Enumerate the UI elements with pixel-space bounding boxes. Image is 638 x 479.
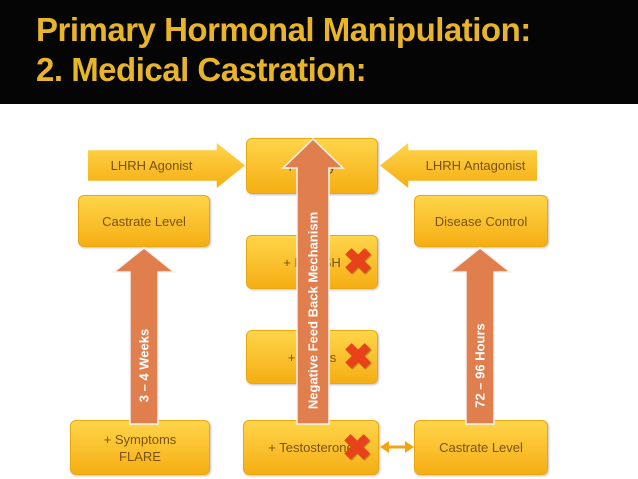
lhrh-agonist-label: LHRH Agonist — [110, 158, 193, 173]
weeks-arrow-label: 3 – 4 Weeks — [136, 328, 152, 403]
connector-head-left — [380, 441, 389, 453]
castrate-level-bottom-box: Castrate Level — [414, 420, 548, 475]
slide-title: Primary Hormonal Manipulation: 2. Medica… — [36, 10, 531, 90]
x-mark-icon: ✖ — [343, 241, 374, 282]
castrate-level-top-label: Castrate Level — [102, 213, 186, 229]
symptoms-label: + Symptoms — [103, 431, 177, 447]
testosterone-label: + Testosterone — [268, 440, 354, 455]
testosterone-box: + Testosterone — [243, 420, 379, 475]
castrate-level-bottom-label: Castrate Level — [439, 440, 523, 455]
negative-feedback-arrow — [281, 137, 345, 425]
slide-title-line-1: Primary Hormonal Manipulation: — [36, 11, 531, 48]
x-mark-icon: ✖ — [342, 427, 373, 468]
lhrh-antagonist-label: LHRH Antagonist — [425, 158, 526, 173]
disease-control-label: Disease Control — [434, 213, 528, 229]
title-bar: Primary Hormonal Manipulation: 2. Medica… — [0, 0, 638, 104]
hours-arrow — [447, 247, 513, 425]
slide-title-line-2: 2. Medical Castration: — [36, 51, 367, 88]
castrate-level-top-box: Castrate Level — [78, 195, 210, 247]
connector-head-right — [405, 441, 414, 453]
lhrh-agonist-arrow: LHRH Agonist — [88, 143, 245, 188]
symptoms-flare-box: + Symptoms FLARE — [70, 420, 210, 475]
flare-label: FLARE — [119, 448, 161, 464]
lhrh-antagonist-arrow: LHRH Antagonist — [380, 143, 537, 188]
negative-feedback-label: Negative Feed Back Mechanism — [305, 211, 321, 410]
disease-control-box: Disease Control — [414, 195, 548, 247]
hours-arrow-label: 72 – 96 Hours — [472, 323, 488, 408]
x-mark-icon: ✖ — [343, 336, 374, 377]
weeks-arrow — [111, 247, 177, 425]
